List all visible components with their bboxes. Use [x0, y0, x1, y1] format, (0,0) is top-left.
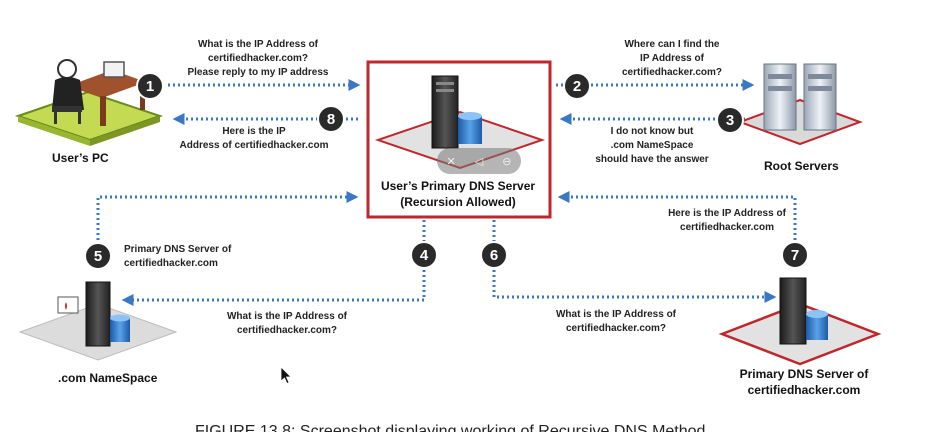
step-7-label: Here is the IP Address of certifiedhacke…	[668, 208, 786, 233]
root-servers-node: Root Servers	[737, 63, 863, 173]
svg-text:1: 1	[146, 78, 154, 95]
server-slot	[436, 89, 454, 92]
svg-text:Please reply to my IP address: Please reply to my IP address	[187, 67, 328, 78]
server-slot	[436, 82, 454, 85]
step-labels: What is the IP Address of certifiedhacke…	[124, 39, 787, 336]
step-badge-3: 3	[716, 106, 744, 134]
database-top	[110, 314, 130, 322]
root-servers-label: Root Servers	[764, 159, 839, 173]
minus-icon[interactable]: ⊖	[502, 154, 512, 168]
step-4-label: What is the IP Address of certifiedhacke…	[227, 311, 348, 336]
rack-slot	[768, 74, 792, 79]
primary-dns-label-line2: (Recursion Allowed)	[400, 195, 516, 209]
chair-icon	[52, 106, 82, 112]
svg-text:6: 6	[490, 247, 498, 264]
media-control-overlay[interactable]: ✕ ◁ ⊖	[437, 148, 521, 174]
step-8-label: Here is the IP Address of certifiedhacke…	[180, 126, 329, 151]
svg-text:Where can I find the: Where can I find the	[624, 39, 719, 50]
auth-dns-node: Primary DNS Server of certifiedhacker.co…	[718, 277, 882, 397]
pc-platform-base	[18, 116, 90, 146]
namespace-flag-mark	[65, 302, 67, 310]
step-3-label: I do not know but .com NameSpace should …	[595, 126, 708, 165]
pc-platform	[14, 90, 164, 142]
svg-text:.com NameSpace: .com NameSpace	[611, 140, 694, 151]
svg-text:7: 7	[791, 247, 799, 264]
step-badge-1: 1	[136, 72, 164, 100]
rack-slot	[808, 86, 832, 91]
step-badges: 1 2 3 4 5 6 7 8	[84, 72, 809, 270]
arrow-step-5	[96, 191, 359, 245]
rack-icon	[763, 63, 797, 131]
svg-text:Address of certifiedhacker.com: Address of certifiedhacker.com	[180, 140, 329, 151]
speaker-off-icon[interactable]: ◁	[474, 154, 484, 168]
svg-text:5: 5	[94, 248, 102, 265]
database-icon	[110, 318, 130, 342]
auth-dns-label-line1: Primary DNS Server of	[740, 367, 870, 381]
database-icon	[806, 314, 828, 340]
svg-text:Here is the IP: Here is the IP	[222, 126, 286, 137]
auth-dns-label-line2: certifiedhacker.com	[748, 383, 861, 397]
com-namespace-node: .com NameSpace	[18, 281, 178, 385]
svg-text:What is the IP Address of: What is the IP Address of	[198, 39, 319, 50]
step-6-label: What is the IP Address of certifiedhacke…	[556, 309, 677, 334]
com-namespace-label: .com NameSpace	[58, 371, 158, 385]
svg-text:4: 4	[420, 247, 429, 264]
desk-leg	[100, 96, 106, 126]
rack-slot	[768, 86, 792, 91]
users-pc-label: User’s PC	[52, 151, 109, 165]
person-head	[57, 59, 77, 79]
monitor-icon	[103, 61, 125, 78]
step-5-label: Primary DNS Server of certifiedhacker.co…	[124, 244, 232, 269]
step-badge-6: 6	[480, 241, 508, 269]
server-icon	[431, 75, 459, 149]
svg-text:should have the answer: should have the answer	[595, 154, 708, 165]
users-pc-node: User’s PC	[14, 59, 164, 165]
pc-platform-base-right	[90, 116, 160, 146]
figure-caption: FIGURE 13.8: Screenshot displaying worki…	[195, 423, 705, 432]
desk-top	[68, 70, 146, 98]
database-top	[458, 112, 482, 120]
database-top	[806, 310, 828, 318]
svg-text:2: 2	[573, 78, 581, 95]
svg-text:certifiedhacker.com?: certifiedhacker.com?	[237, 325, 337, 336]
mic-off-icon[interactable]: ✕	[446, 154, 456, 168]
root-platform	[737, 98, 863, 146]
svg-text:What is the IP Address of: What is the IP Address of	[556, 309, 677, 320]
step-2-label: Where can I find the IP Address of certi…	[622, 39, 722, 78]
svg-text:certifiedhacker.com: certifiedhacker.com	[680, 222, 774, 233]
svg-text:certifiedhacker.com: certifiedhacker.com	[124, 258, 218, 269]
svg-text:IP Address of: IP Address of	[640, 53, 705, 64]
mouse-cursor-icon	[280, 366, 292, 385]
svg-text:I do not know but: I do not know but	[611, 126, 694, 137]
server-icon	[85, 281, 111, 347]
rack-icon	[803, 63, 837, 131]
svg-text:certifiedhacker.com?: certifiedhacker.com?	[208, 53, 308, 64]
step-badge-7: 7	[781, 241, 809, 269]
step-badge-4: 4	[410, 241, 438, 269]
primary-dns-label-line1: User’s Primary DNS Server	[381, 179, 535, 193]
svg-text:Here is the IP Address of: Here is the IP Address of	[668, 208, 786, 219]
svg-text:certifiedhacker.com?: certifiedhacker.com?	[566, 323, 666, 334]
person-icon	[52, 77, 84, 110]
database-icon	[458, 116, 482, 144]
svg-text:Primary DNS Server of: Primary DNS Server of	[124, 244, 232, 255]
svg-text:3: 3	[726, 112, 734, 129]
primary-dns-node: User’s Primary DNS Server (Recursion All…	[366, 60, 552, 219]
step-badge-5: 5	[84, 242, 112, 270]
step-badge-2: 2	[563, 72, 591, 100]
svg-text:certifiedhacker.com?: certifiedhacker.com?	[622, 67, 722, 78]
step-1-label: What is the IP Address of certifiedhacke…	[187, 39, 328, 78]
rack-slot	[808, 74, 832, 79]
namespace-flag-icon	[57, 296, 79, 314]
svg-text:What is the IP Address of: What is the IP Address of	[227, 311, 348, 322]
svg-text:8: 8	[327, 111, 335, 128]
chair-leg	[54, 112, 57, 124]
step-badge-8: 8	[317, 105, 345, 133]
chair-leg	[78, 112, 81, 124]
server-icon	[779, 277, 807, 345]
